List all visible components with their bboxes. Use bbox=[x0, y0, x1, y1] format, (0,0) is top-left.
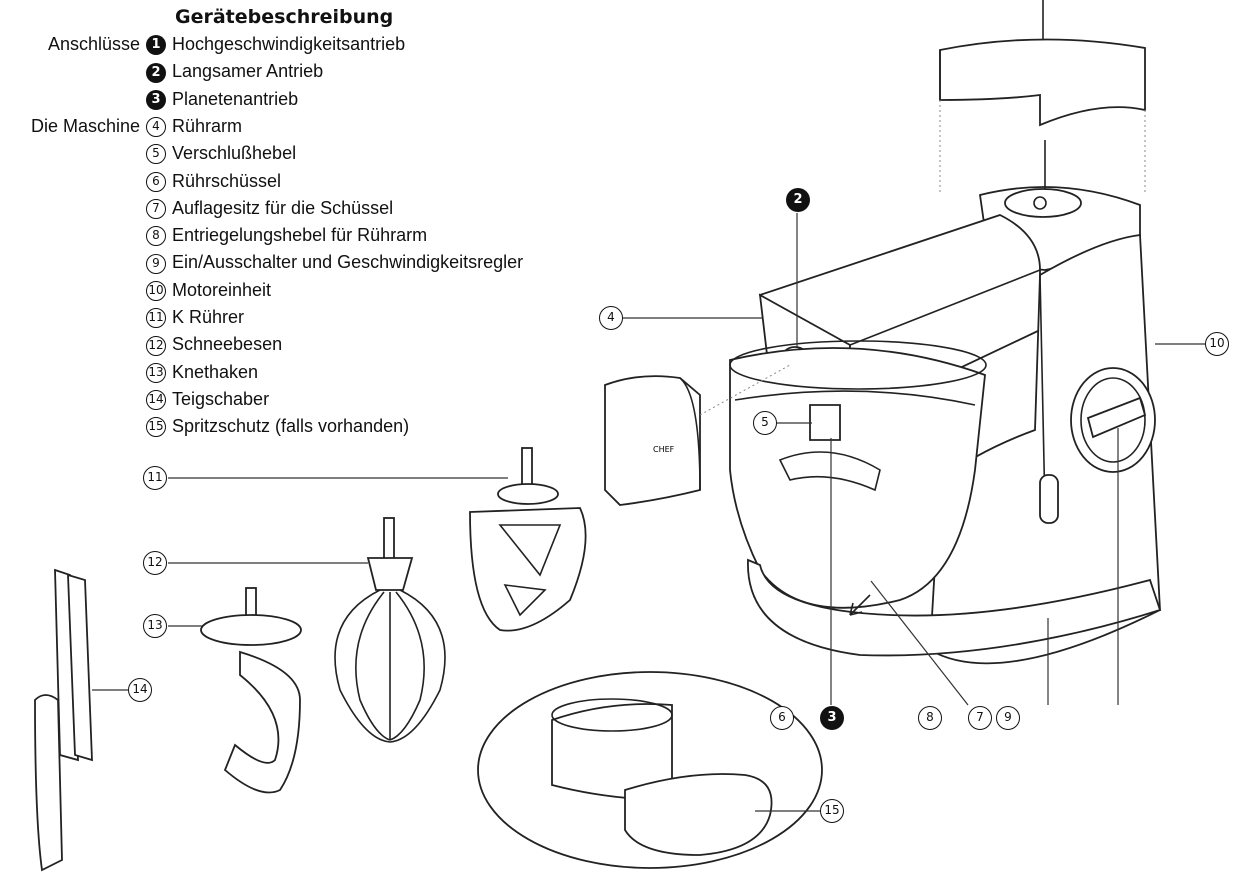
legend-label: Rührarm bbox=[172, 115, 243, 136]
legend-item: 2 Langsamer Antrieb bbox=[146, 59, 323, 83]
legend-label: Entriegelungshebel für Rührarm bbox=[172, 225, 428, 246]
mixer-drawing bbox=[729, 140, 1162, 665]
legend-number-badge: 4 bbox=[146, 117, 166, 138]
legend-label: Ein/Ausschalter und Geschwindigkeitsregl… bbox=[172, 252, 524, 273]
legend-label: Spritzschutz (falls vorhanden) bbox=[172, 416, 410, 437]
legend-label: Hochgeschwindigkeitsantrieb bbox=[172, 34, 406, 54]
legend-number-badge: 5 bbox=[146, 144, 166, 165]
leader-lines bbox=[92, 213, 1205, 812]
callout-13: 13 bbox=[143, 614, 167, 638]
legend-number-badge: 1 bbox=[146, 35, 166, 56]
whisk-drawing bbox=[334, 517, 446, 743]
legend-item: 1 Hochgeschwindigkeitsantrieb bbox=[146, 32, 405, 56]
legend-number-badge: 15 bbox=[146, 417, 166, 438]
callout-9: 9 bbox=[996, 706, 1020, 730]
legend-item: 15 Spritzschutz (falls vorhanden) bbox=[146, 414, 409, 438]
legend-number-badge: 3 bbox=[146, 89, 166, 110]
legend-number-badge: 9 bbox=[146, 253, 166, 274]
legend-item: 13 Knethaken bbox=[146, 360, 258, 384]
legend-number-badge: 11 bbox=[146, 308, 166, 329]
cover-plate-brand: CHEF bbox=[653, 445, 675, 454]
legend-item: 5 Verschlußhebel bbox=[146, 141, 296, 165]
legend-item: 7 Auflagesitz für die Schüssel bbox=[146, 196, 393, 220]
legend-title: Gerätebeschreibung bbox=[175, 6, 394, 28]
legend-label: Teigschaber bbox=[172, 388, 270, 409]
k-beater-drawing bbox=[469, 447, 587, 632]
legend-label: Rührschüssel bbox=[172, 170, 282, 191]
legend-item: 12 Schneebesen bbox=[146, 332, 282, 356]
callout-15: 15 bbox=[820, 799, 844, 823]
legend-item: 8 Entriegelungshebel für Rührarm bbox=[146, 223, 427, 247]
legend-number-badge: 7 bbox=[146, 199, 166, 220]
legend-label: Knethaken bbox=[172, 361, 259, 382]
callout-8: 8 bbox=[918, 706, 942, 730]
legend-label: Planetenantrieb bbox=[172, 88, 299, 109]
legend-number-badge: 13 bbox=[146, 362, 166, 383]
callout-14: 14 bbox=[128, 678, 152, 702]
callout-3: 3 bbox=[820, 706, 844, 730]
legend-label: Schneebesen bbox=[172, 334, 283, 355]
legend-item: 14 Teigschaber bbox=[146, 387, 269, 411]
legend-number-badge: 10 bbox=[146, 280, 166, 301]
dough-hook-drawing bbox=[200, 587, 302, 794]
legend-item: 3 Planetenantrieb bbox=[146, 87, 298, 111]
legend-label: Auflagesitz für die Schüssel bbox=[172, 197, 394, 218]
legend-label: Motoreinheit bbox=[172, 279, 272, 300]
legend-number-badge: 2 bbox=[146, 62, 166, 83]
cover-plate-drawing: CHEF bbox=[604, 364, 791, 506]
legend-item: 10 Motoreinheit bbox=[146, 278, 271, 302]
legend-item: 11 K Rührer bbox=[146, 305, 244, 329]
splash-guard-lid-drawing bbox=[939, 0, 1146, 195]
callout-11: 11 bbox=[143, 466, 167, 490]
callout-6: 6 bbox=[770, 706, 794, 730]
legend-item: 4 Rührarm bbox=[146, 114, 242, 138]
callout-2: 2 bbox=[786, 188, 810, 212]
group-label-connections: Anschlüsse bbox=[47, 34, 140, 54]
callout-10: 10 bbox=[1205, 332, 1229, 356]
legend-number-badge: 14 bbox=[146, 390, 166, 411]
legend-item: 6 Rührschüssel bbox=[146, 169, 281, 193]
group-label-machine: Die Maschine bbox=[30, 116, 140, 136]
legend-label: K Rührer bbox=[172, 307, 245, 327]
callout-12: 12 bbox=[143, 551, 167, 575]
legend-label: Langsamer Antrieb bbox=[172, 61, 324, 82]
splash-guard-drawing bbox=[477, 671, 823, 869]
legend-item: 9 Ein/Ausschalter und Geschwindigkeitsreg… bbox=[146, 250, 523, 274]
spatula-drawing bbox=[34, 568, 93, 872]
callout-7: 7 bbox=[968, 706, 992, 730]
callout-5: 5 bbox=[753, 411, 777, 435]
legend-number-badge: 12 bbox=[146, 335, 166, 356]
legend-number-badge: 6 bbox=[146, 171, 166, 192]
legend-number-badge: 8 bbox=[146, 226, 166, 247]
callout-4: 4 bbox=[599, 306, 623, 330]
legend-label: Verschlußhebel bbox=[172, 143, 297, 164]
